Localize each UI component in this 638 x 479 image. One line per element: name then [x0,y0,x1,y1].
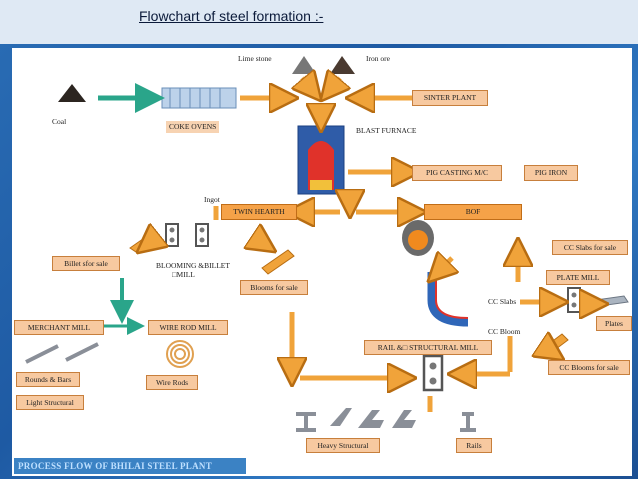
heavy-structural-icon [296,408,416,432]
rails-box: Rails [456,438,492,453]
cc-blooms-for-sale-box: CC Blooms for sale [548,360,630,375]
coke-ovens-label: COKE OVENS [166,121,220,133]
rail-structural-mill-box: RAIL &□ STRUCTURAL MILL [364,340,492,355]
cc-slabs-for-sale-box: CC Slabs for sale [552,240,628,255]
blooming-mill-icon [165,223,209,247]
ingot-label: Ingot [204,195,220,204]
coke-ovens-icon [161,87,237,109]
rail-structural-mill-icon [422,354,444,392]
rounds-bars-box: Rounds & Bars [16,372,80,387]
wire-rods-coil-icon [166,340,194,368]
bloom-icon [261,249,295,275]
slide-title: Flowchart of steel formation :- [139,8,324,24]
lime-stone-label: Lime stone [238,54,272,63]
rails-icon [460,412,476,432]
rounds-bars-icon [25,342,99,364]
pig-casting-box: PIG CASTING M/C [412,165,502,181]
blooming-billet-mill-label: BLOOMING &BILLET [156,261,230,270]
bof-box: BOF [424,204,522,220]
sinter-plant-box: SINTER PLANT [412,90,488,106]
coal-pile-icon [58,84,86,102]
lime-stone-pile-icon [292,56,316,74]
heavy-structural-box: Heavy Structural [306,438,380,453]
plate-mill-icon [567,287,581,313]
iron-ore-label: Iron ore [366,54,390,63]
cc-bloom-label: CC Bloom [488,327,521,336]
blast-furnace-label: BLAST FURNACE [356,126,417,135]
blooms-for-sale-box: Blooms for sale [240,280,308,295]
continuous-caster-icon [427,272,469,327]
billet-for-sale-box: Billet sfor sale [52,256,120,271]
twin-hearth-box: TWIN HEARTH [221,204,297,220]
wire-rods-box: Wire Rods [146,375,198,390]
plant-footer-caption: PROCESS FLOW OF BHILAI STEEL PLANT [14,458,246,474]
light-structural-box: Light Structural [16,395,84,410]
pig-iron-box: PIG IRON [524,165,578,181]
blooming-billet-mill-label-2: □MILL [172,270,195,279]
plate-mill-box: PLATE MILL [546,270,610,285]
merchant-mill-box: MERCHANT MILL [14,320,104,335]
plates-box: Plates [596,316,632,331]
plate-icon [595,295,629,307]
iron-ore-pile-icon [330,56,355,74]
bof-vessel-icon [402,220,434,256]
cc-slabs-label: CC Slabs [488,297,517,306]
blast-furnace-icon [297,125,345,195]
title-band [0,0,638,44]
coal-label: Coal [52,117,67,126]
wire-rod-mill-box: WIRE ROD MILL [148,320,228,335]
